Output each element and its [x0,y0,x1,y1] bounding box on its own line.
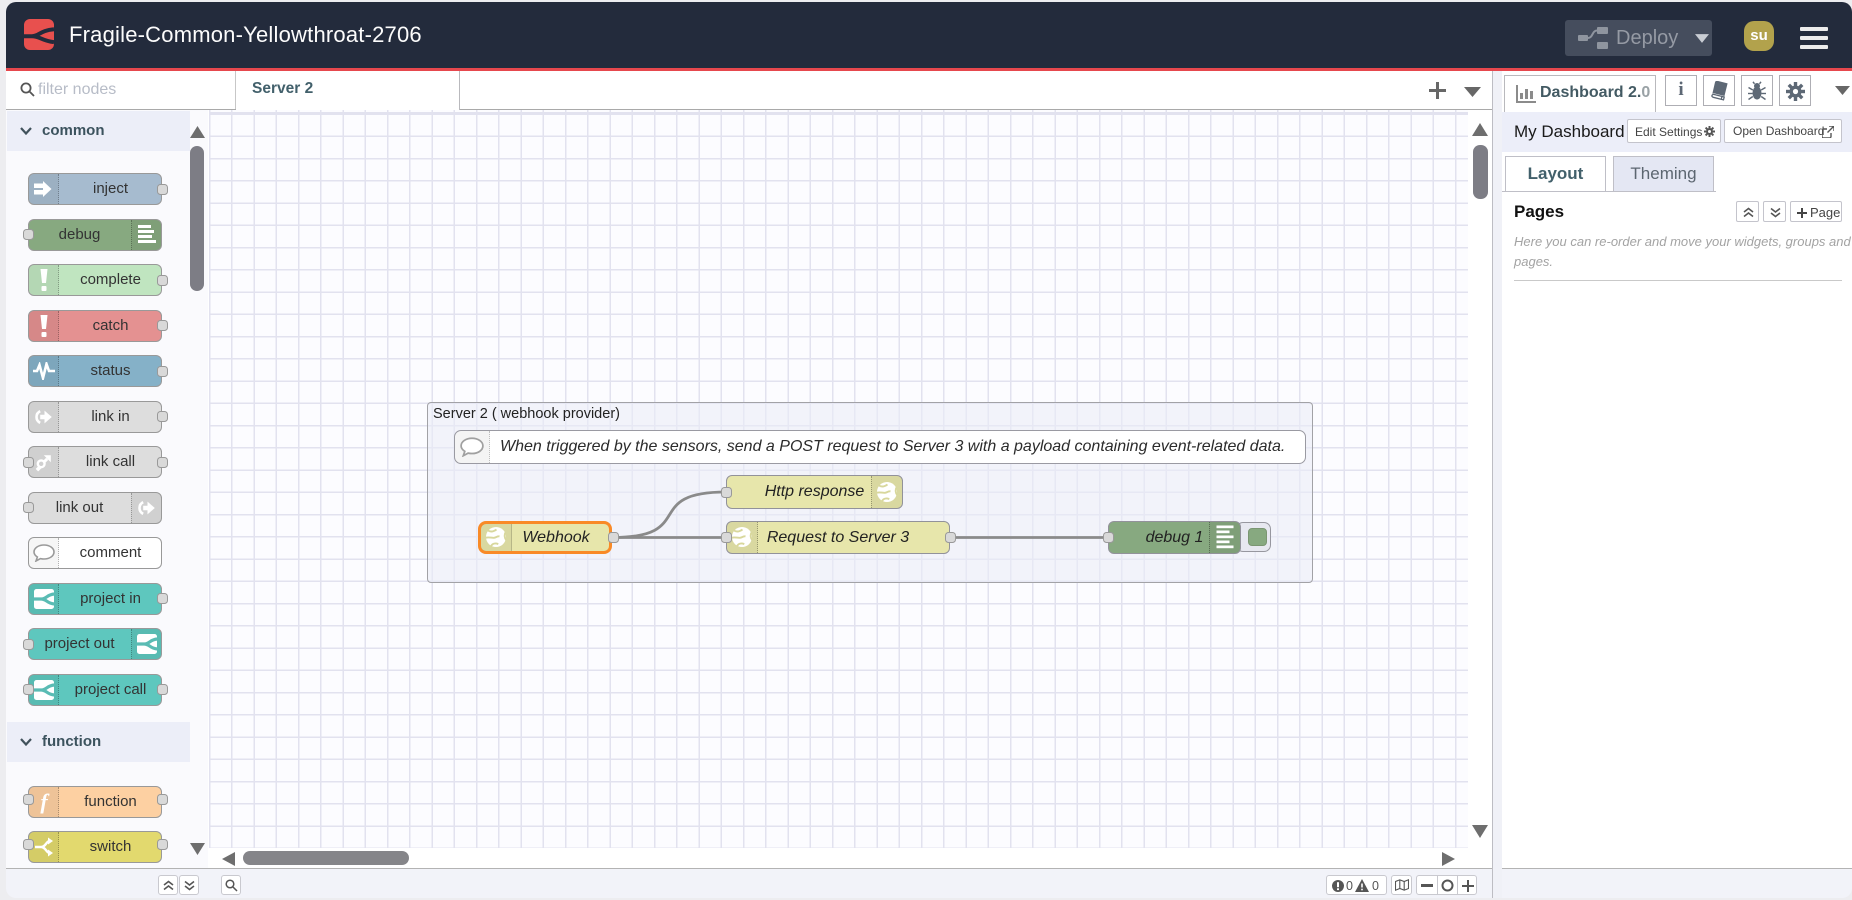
svg-text:f: f [40,790,50,814]
